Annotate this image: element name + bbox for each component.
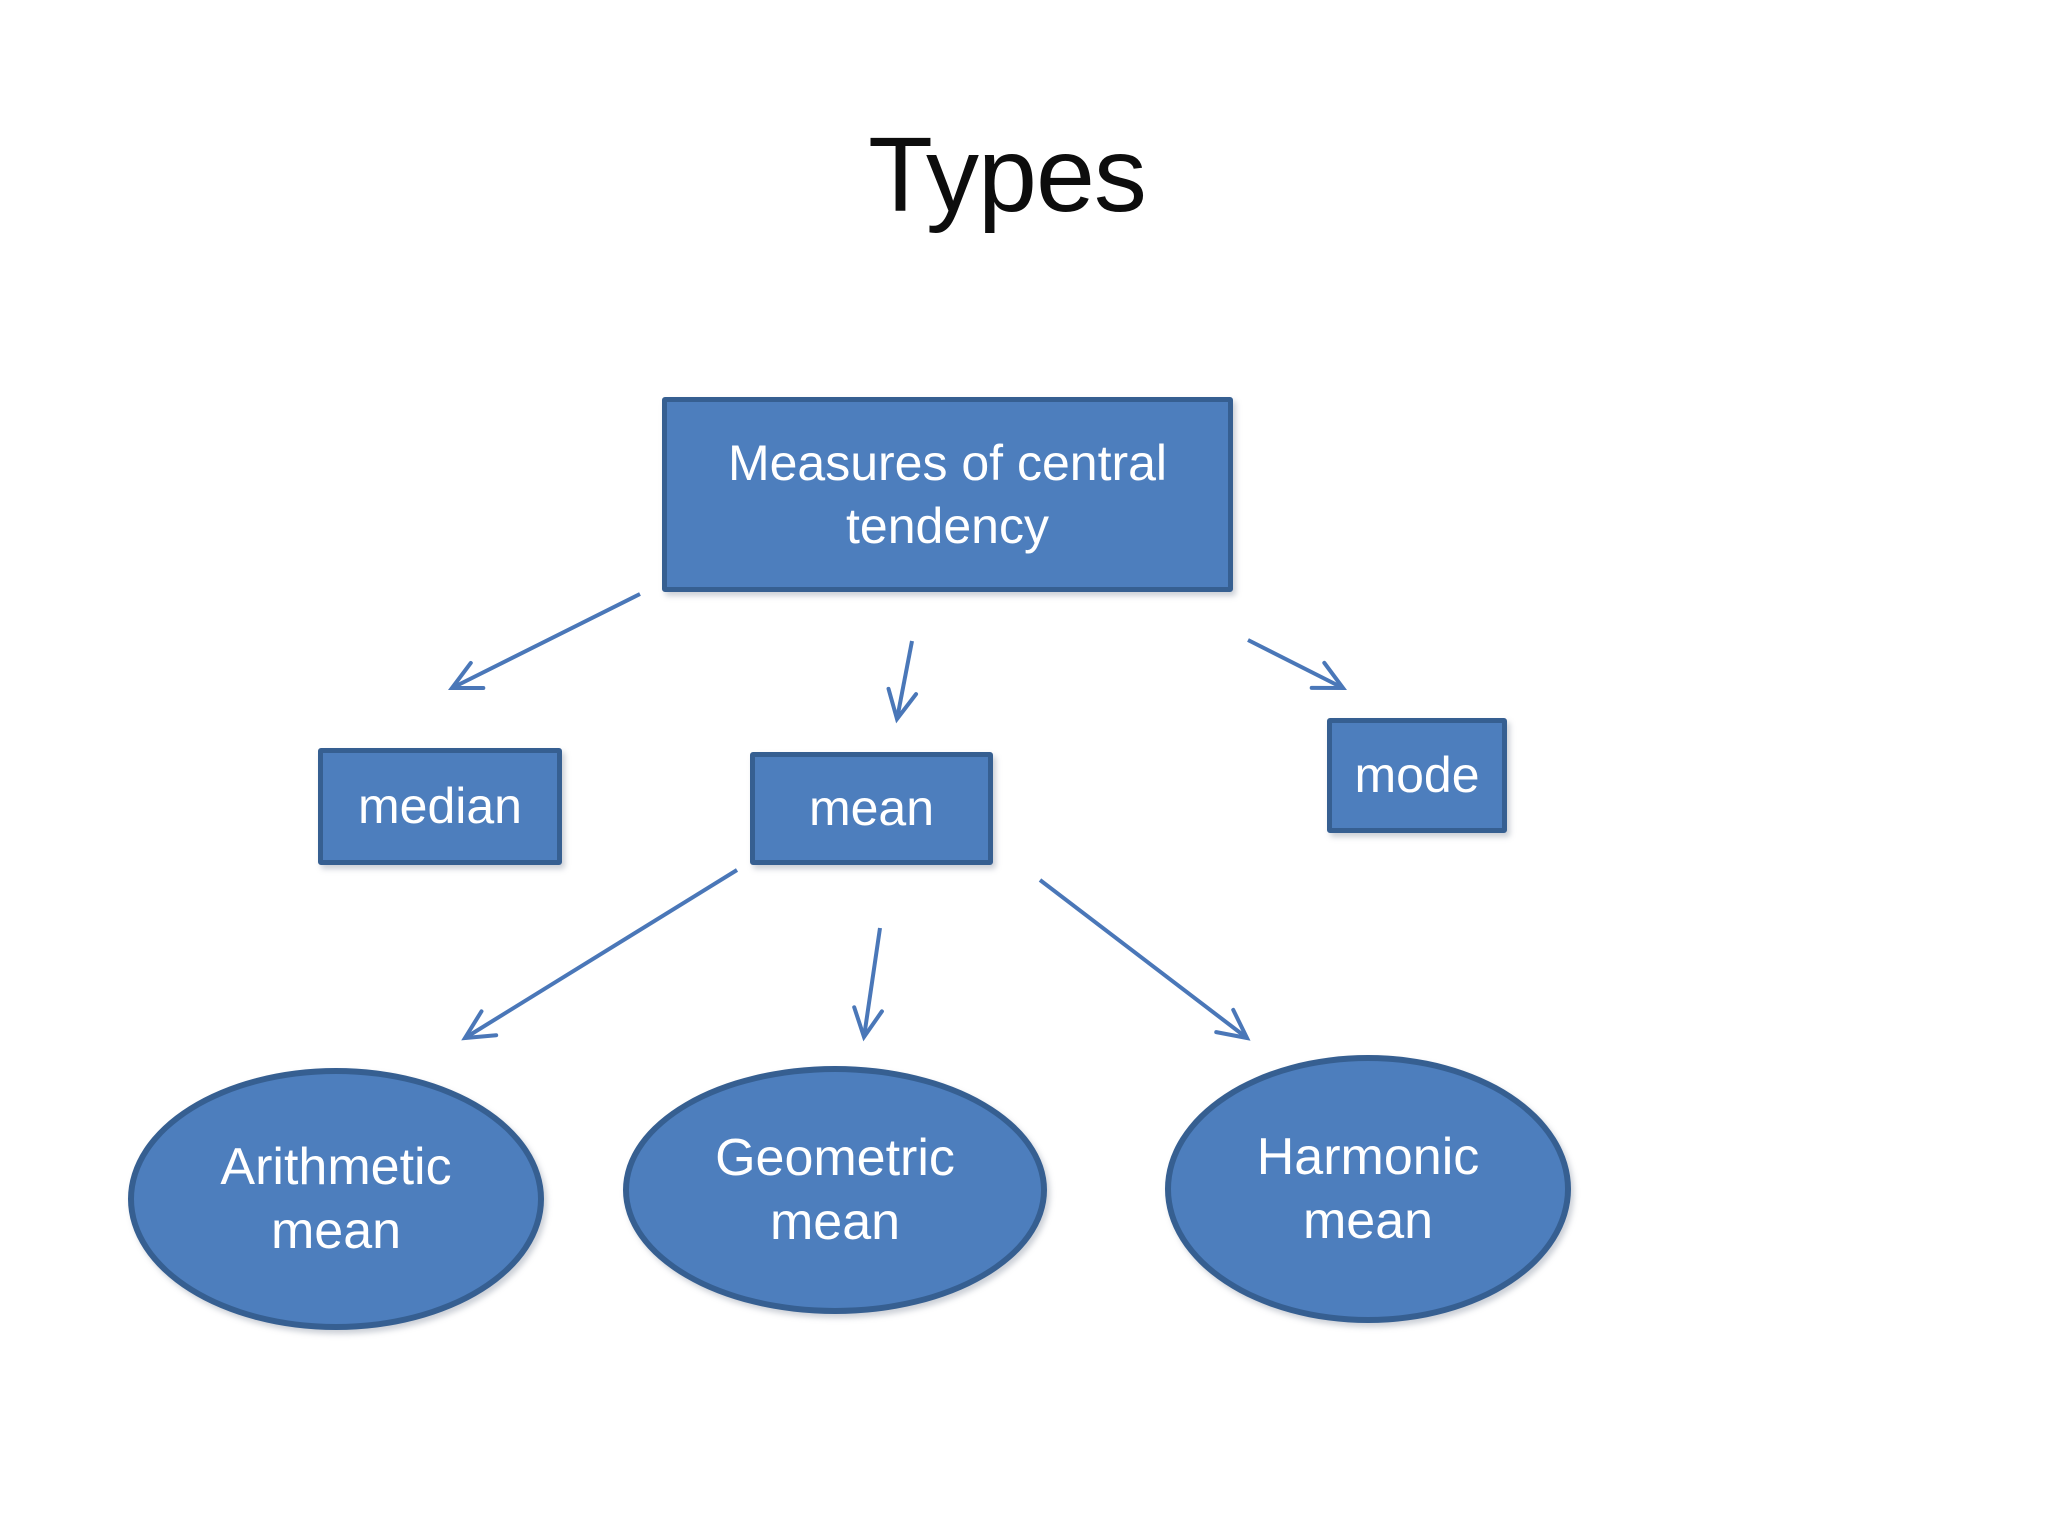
arrow-root-to-mean — [886, 640, 919, 724]
arrow-mean-to-harmonic — [1038, 878, 1251, 1041]
node-label: Geometric mean — [715, 1129, 955, 1251]
arrow-mean-to-arithmetic — [461, 868, 739, 1041]
node-label: Harmonic mean — [1256, 1128, 1480, 1250]
node-label: Arithmetic mean — [220, 1138, 452, 1260]
node-harmonic-mean: Harmonic mean — [1165, 1055, 1571, 1323]
arrow-root-to-mode — [1247, 638, 1347, 691]
node-arithmetic-mean: Arithmetic mean — [128, 1068, 544, 1330]
node-geometric-mean: Geometric mean — [623, 1066, 1047, 1314]
node-median: median — [318, 748, 562, 865]
node-label: mean — [808, 780, 935, 836]
node-label: mode — [1354, 747, 1480, 803]
node-measures-of-central-tendency: Measures of central tendency — [662, 397, 1233, 592]
arrow-mean-to-geometric — [852, 927, 884, 1042]
page-title: Types — [868, 116, 1147, 234]
node-label: median — [358, 778, 522, 834]
node-mode: mode — [1327, 718, 1507, 833]
node-label: Measures of central tendency — [727, 434, 1168, 554]
node-mean: mean — [750, 752, 993, 865]
arrow-root-to-median — [448, 592, 641, 690]
